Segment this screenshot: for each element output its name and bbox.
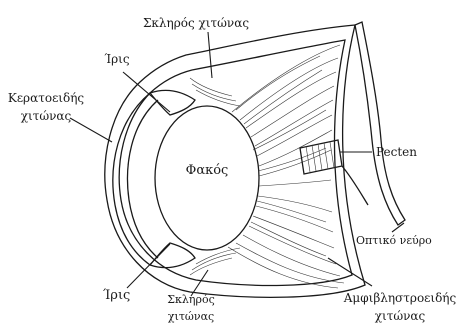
label-optic-nerve: Οπτικό νεύρο	[356, 234, 432, 247]
leader-sclera-top	[208, 32, 212, 78]
lens-shape	[155, 106, 259, 250]
label-iris-bottom: Ίρις	[103, 288, 130, 303]
label-cornea-line2: χιτώνας	[21, 109, 72, 123]
label-iris-top: Ίρις	[104, 52, 130, 66]
label-sclera-bottom-line1: Σκληρός	[167, 293, 214, 306]
label-pecten: Pecten	[376, 145, 417, 159]
eye-outer-wall	[105, 25, 365, 297]
label-retina-line1: Αμφιβληστροειδής	[343, 291, 457, 305]
label-sclera-bottom-line2: χιτώνας	[168, 310, 214, 323]
ciliary-bottom	[190, 248, 240, 275]
leader-cornea	[70, 118, 112, 142]
label-retina-line2: χιτώνας	[375, 309, 426, 323]
label-cornea-line1: Κερατοειδής	[8, 91, 85, 105]
optic-nerve-shape	[355, 22, 405, 225]
retinal-fibers	[228, 45, 344, 288]
label-sclera-top: Σκληρός χιτώνας	[143, 16, 249, 30]
ciliary-top	[190, 78, 240, 106]
optic-nerve-stalk	[342, 166, 368, 205]
label-lens: Φακός	[186, 163, 229, 178]
iris-bottom-shape	[150, 243, 195, 268]
cornea-inner	[128, 100, 158, 258]
